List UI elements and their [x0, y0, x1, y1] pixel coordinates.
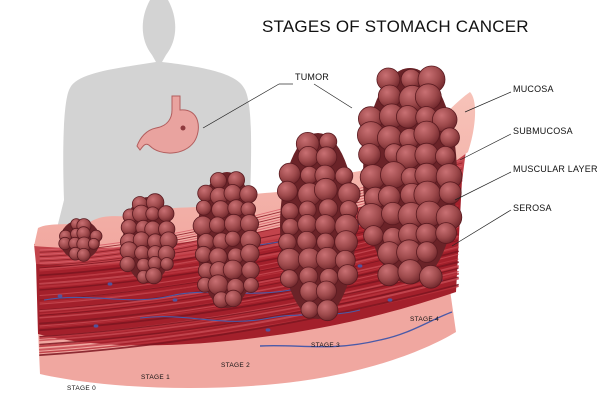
serosa-layer — [38, 290, 456, 389]
tumor-stage-4 — [356, 65, 463, 289]
stage-3-label: STAGE 3 — [311, 342, 341, 349]
tumor-stage-1 — [119, 193, 178, 285]
stage-4-label: STAGE 4 — [410, 316, 440, 323]
mucosa-label: MUCOSA — [513, 84, 554, 94]
serosa-label: SEROSA — [513, 203, 552, 213]
tumor-stage-2 — [192, 171, 261, 309]
tumor-stage-0 — [58, 218, 103, 262]
tumors — [58, 65, 463, 322]
stage-1-label: STAGE 1 — [141, 374, 171, 381]
stomach-icon — [136, 95, 199, 154]
tumor-stage-3 — [276, 132, 361, 322]
page-title: STAGES OF STOMACH CANCER — [262, 17, 529, 36]
submucosa-label: SUBMUCOSA — [513, 126, 573, 136]
leader-lines — [202, 83, 512, 247]
body-silhouette — [56, 0, 254, 232]
stage-2-label: STAGE 2 — [221, 362, 251, 369]
muscular-layer-label: MUSCULAR LAYER — [513, 164, 598, 174]
stage-0-label: STAGE 0 — [67, 385, 97, 392]
tumor-label: TUMOR — [295, 72, 329, 82]
